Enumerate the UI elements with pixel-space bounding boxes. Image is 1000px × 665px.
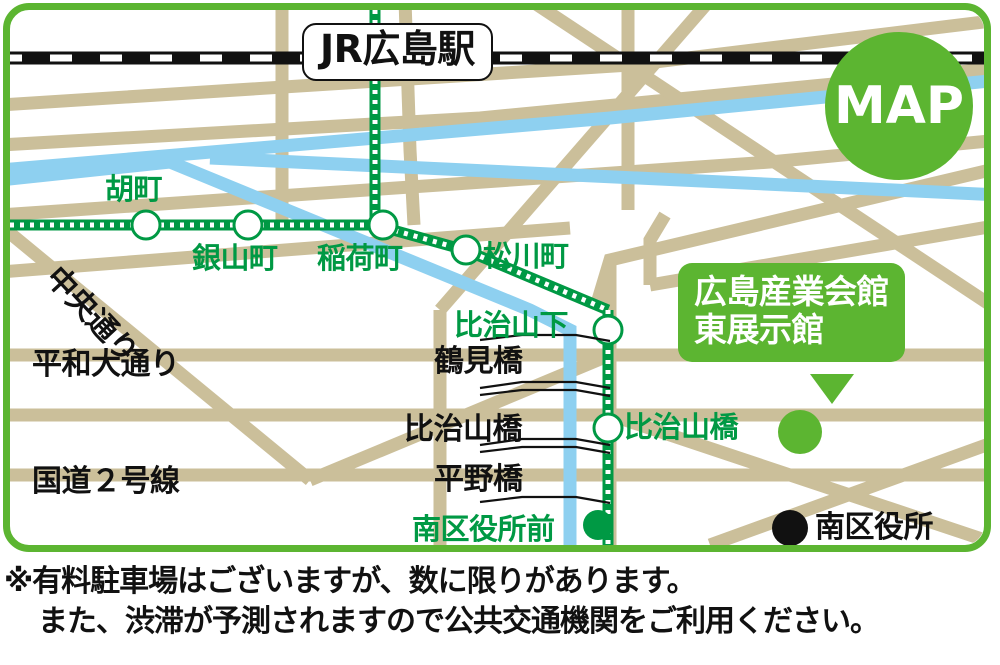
map-canvas: 胡町 銀山町 稲荷町 松川町 比治山下 比治山橋 南区役所前 中央通り 平和大通… [3, 3, 991, 552]
venue-dot-icon [778, 410, 822, 454]
tram-stop-label-hijiyamashita: 比治山下 [454, 308, 569, 342]
venue-callout-tail-icon [810, 374, 854, 404]
tram-stop-label-matsukawacho: 松川町 [483, 239, 569, 273]
tram-stop-markers [130, 209, 624, 540]
road-label-route-2: 国道２号線 [32, 464, 180, 499]
map-badge: MAP [825, 32, 973, 180]
venue-callout: 広島産業会館 東展示館 [678, 263, 905, 362]
map-badge-label: MAP [833, 76, 965, 136]
footnote-line-1: ※有料駐車場はございますが、数に限りがあります。 [4, 564, 697, 599]
bridge-label-hiranobashi: 平野橋 [434, 462, 523, 497]
black-dot-icon [772, 510, 808, 545]
tram-stop-label-ginzancho: 銀山町 [192, 241, 278, 275]
bridge-label-tsurumibashi: 鶴見橋 [434, 344, 523, 379]
footnotes: ※有料駐車場はございますが、数に限りがあります。 また、渋滞が予測されますので公… [0, 562, 1000, 641]
tram-stop-label-hijiyamabashi: 比治山橋 [624, 410, 739, 444]
tram-stop-label-minamikuyakushomae: 南区役所前 [412, 512, 555, 546]
jr-station-label-box: JR広島駅 [302, 23, 493, 82]
bridge-markers [479, 333, 611, 505]
poi-label-minami-ward-office: 南区役所 [815, 510, 934, 545]
venue-callout-line1: 広島産業会館 [694, 272, 890, 311]
road-label-heiwa-odori: 平和大通り [32, 347, 180, 382]
venue-callout-line2: 東展示館 [694, 310, 825, 350]
footnote-line-2: また、渋滞が予測されますので公共交通機関をご利用ください。 [38, 603, 880, 639]
tram-stop-label-inaricho: 稲荷町 [317, 241, 403, 275]
tram-stop-label-ebisucho: 胡町 [105, 172, 163, 206]
bridge-label-hijiyamabashi: 比治山橋 [404, 412, 523, 447]
